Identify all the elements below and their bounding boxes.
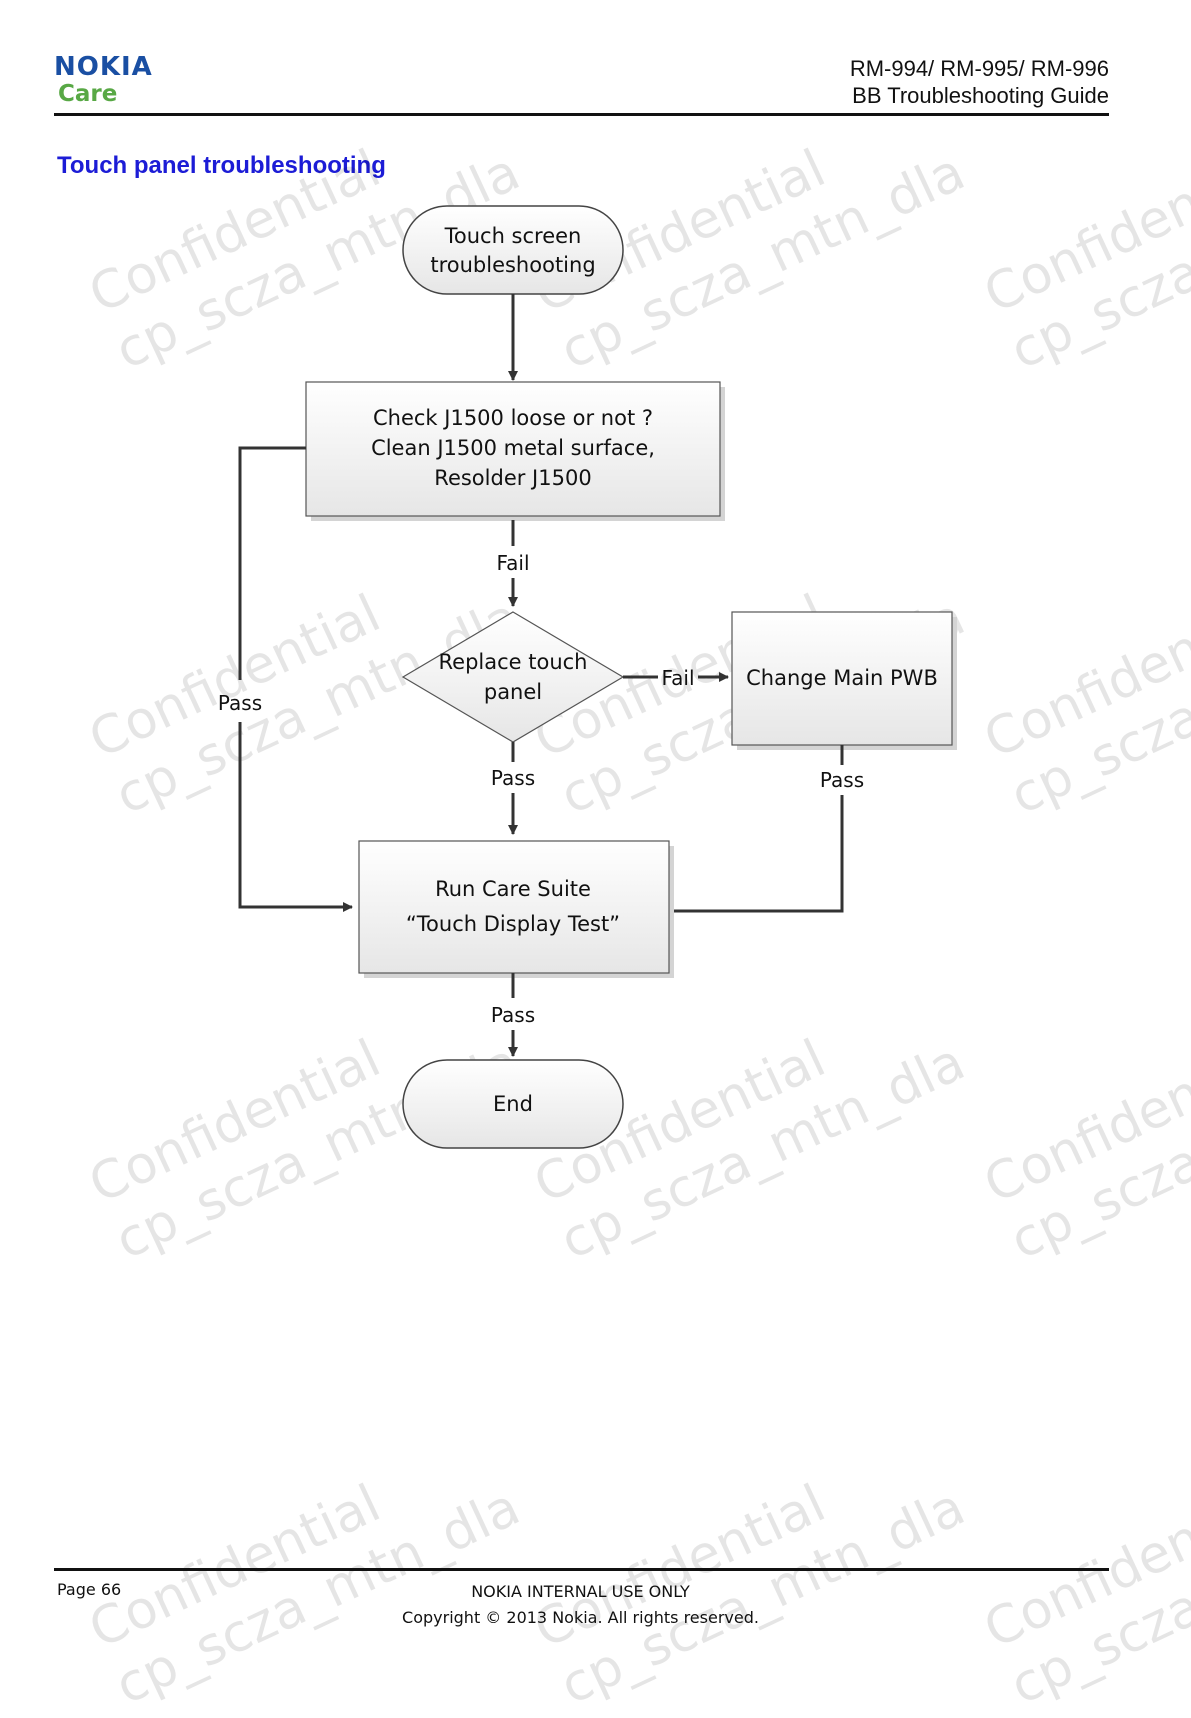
logo-sub: Care	[58, 81, 118, 107]
start-terminator: Touch screen troubleshooting	[402, 205, 624, 295]
end-label: End	[493, 1092, 533, 1116]
check-line2: Clean J1500 metal surface,	[371, 436, 655, 460]
connector-line	[238, 446, 306, 680]
check-line3: Resolder J1500	[434, 466, 591, 490]
check-j1500-box: Check J1500 loose or not ? Clean J1500 m…	[305, 381, 725, 521]
label-pass: Pass	[820, 768, 864, 792]
footer-divider	[54, 1568, 1109, 1571]
connector-arrow	[238, 722, 353, 912]
decision-line2: panel	[484, 680, 542, 704]
page-number: Page 66	[57, 1580, 122, 1599]
header-divider	[54, 113, 1109, 116]
label-fail: Fail	[496, 551, 529, 575]
replace-touch-panel-decision: Replace touch panel	[401, 611, 625, 743]
change-pwb-label: Change Main PWB	[746, 666, 938, 690]
document-header: RM-994/ RM-995/ RM-996 BB Troubleshootin…	[850, 55, 1109, 109]
connector-line	[671, 795, 844, 913]
label-pass: Pass	[491, 766, 535, 790]
nokia-care-logo: NOKIA Care	[54, 54, 153, 108]
start-line1: Touch screen	[444, 224, 582, 248]
logo-brand: NOKIA	[54, 52, 153, 82]
run-line1: Run Care Suite	[435, 877, 591, 901]
decision-line1: Replace touch	[439, 650, 588, 674]
label-pass: Pass	[491, 1003, 535, 1027]
section-title: Touch panel troubleshooting	[57, 152, 386, 179]
run-care-suite-box: Run Care Suite “Touch Display Test”	[358, 840, 674, 978]
end-terminator: End	[402, 1059, 624, 1149]
internal-use-notice: NOKIA INTERNAL USE ONLY	[471, 1582, 690, 1601]
change-main-pwb-box: Change Main PWB	[731, 611, 957, 750]
doc-title: BB Troubleshooting Guide	[852, 83, 1109, 108]
label-pass: Pass	[218, 691, 262, 715]
label-fail: Fail	[661, 666, 694, 690]
doc-models: RM-994/ RM-995/ RM-996	[849, 56, 1109, 81]
run-line2: “Touch Display Test”	[406, 912, 620, 936]
copyright: Copyright © 2013 Nokia. All rights reser…	[402, 1608, 759, 1627]
footer-notice: NOKIA INTERNAL USE ONLY Copyright © 2013…	[0, 1579, 1161, 1631]
start-line2: troubleshooting	[430, 253, 595, 277]
check-line1: Check J1500 loose or not ?	[373, 406, 653, 430]
